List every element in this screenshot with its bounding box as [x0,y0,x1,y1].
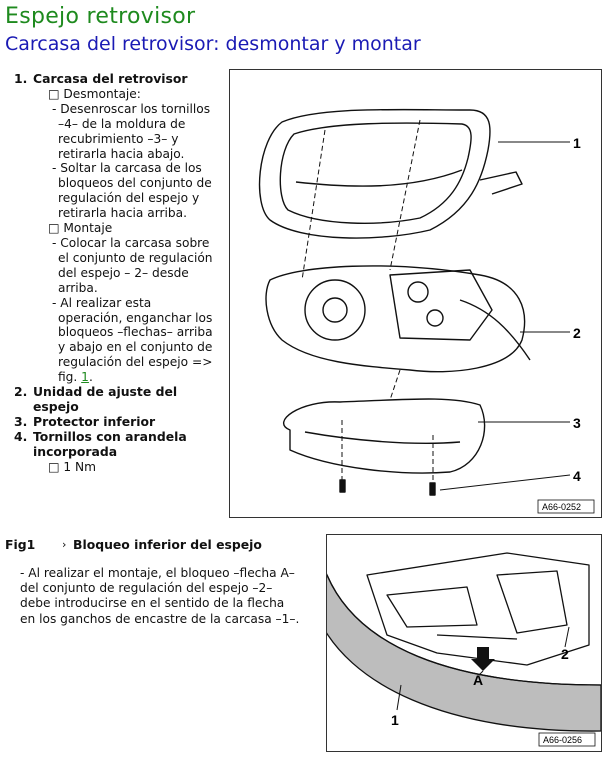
instruction-text: - Al realizar esta operación, enganchar … [52,295,213,385]
item-number: 1. [14,71,28,86]
callout-1: 1 [391,712,399,728]
instruction-text: - Colocar la carcasa sobre el conjunto d… [52,235,213,295]
figure-text-line: debe introducirse en el sentido de la fl… [20,596,285,611]
instruction-text: . [88,370,93,385]
instruction-text: - Desenroscar los tornillos –4– de la mo… [52,101,211,161]
item-label: Protector inferior [33,413,156,429]
exploded-view-figure: 1 2 3 4 A66-0252 [229,69,602,518]
instruction-line: □ Montaje [14,221,219,236]
figure-text-line: del conjunto de regulación del espejo –2… [20,581,273,596]
instruction-line: - Al realizar esta operación, enganchar … [14,296,219,385]
lock-detail-drawing: 2 A 1 A66-0256 [316,552,602,747]
page-title: Espejo retrovisor [5,4,196,29]
figure-label: Fig1 [5,537,36,552]
list-item: 2. Unidad de ajuste del espejo [14,384,219,415]
figure-text-line: - Al realizar el montaje, el bloqueo –fl… [20,566,295,580]
instruction-text: - Soltar la carcasa de los bloqueos del … [52,161,212,221]
callout-1: 1 [573,135,581,151]
callout-a: A [473,672,483,688]
instruction-text: □ Desmontaje: [48,86,141,101]
instruction-line: - Desenroscar los tornillos –4– de la mo… [14,102,219,162]
item-label: Unidad de ajuste del espejo [33,384,178,414]
item-number: 2. [14,384,28,400]
figure-title: Bloqueo inferior del espejo [73,537,262,552]
parts-list: 1. Carcasa del retrovisor□ Desmontaje:- D… [14,71,219,475]
figure-text-line: en los ganchos de encastre de la carcasa… [20,611,300,626]
item-label: Carcasa del retrovisor [33,71,188,86]
detail-figure: 2 A 1 A66-0256 [316,534,602,752]
regulator-detail-shape [366,552,590,666]
instruction-line: - Soltar la carcasa de los bloqueos del … [14,161,219,221]
callout-2: 2 [561,646,569,662]
mirror-exploded-drawing: 1 2 3 4 A66-0252 [258,108,595,514]
item-number: 3. [14,413,28,429]
bottom-cover-shape [282,398,486,474]
figure-code: A66-0256 [543,735,582,745]
callout-4: 4 [573,468,581,484]
list-item: 3. Protector inferior [14,413,219,430]
instruction-line: □ Desmontaje: [14,87,219,102]
list-item: 4. Tornillos con arandela incorporada [14,428,219,460]
instruction-text: □ 1 Nm [48,459,97,474]
list-item: 1. Carcasa del retrovisor [14,71,219,87]
figure-code: A66-0252 [542,502,581,512]
figure-description: - Al realizar el montaje, el bloqueo –fl… [20,566,310,627]
page-subtitle: Carcasa del retrovisor: desmontar y mont… [5,33,421,55]
figure-link[interactable]: 1 [81,370,89,385]
instruction-line: - Colocar la carcasa sobre el conjunto d… [14,236,219,296]
chevron-right-icon: › [62,538,67,551]
callout-2: 2 [573,325,581,341]
instruction-text: □ Montaje [48,221,113,236]
item-number: 4. [14,428,28,444]
item-label: Tornillos con arandela incorporada [33,428,187,459]
arrow-a-icon [471,647,495,671]
instruction-line: □ 1 Nm [14,460,219,475]
callout-3: 3 [573,415,581,431]
